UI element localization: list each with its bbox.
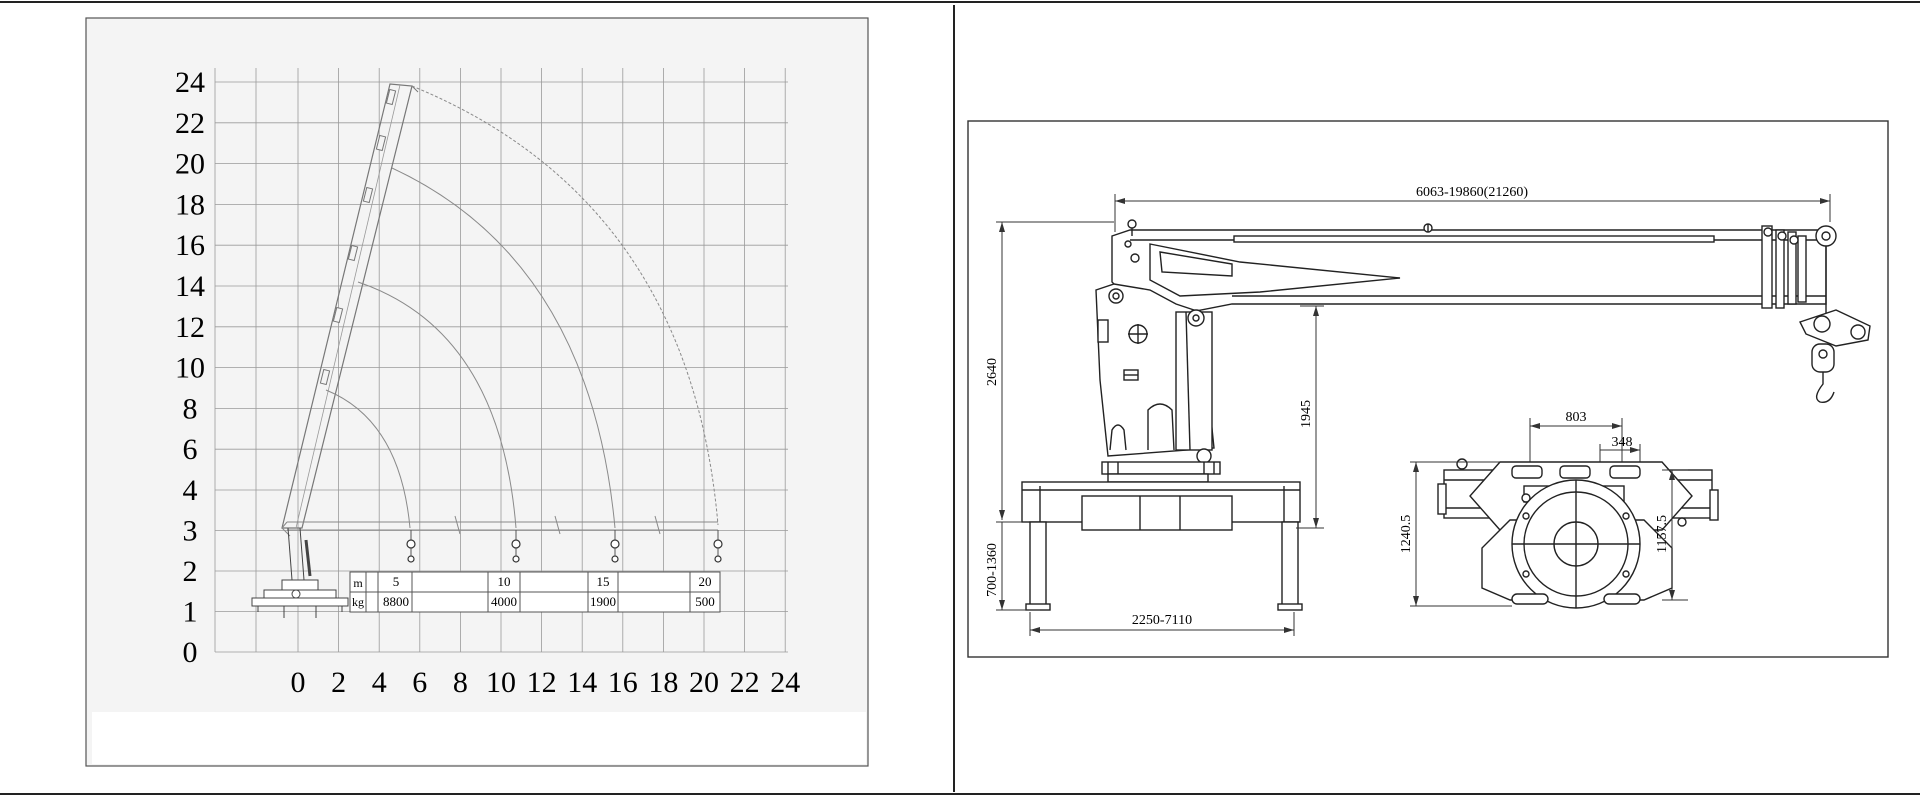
x-tick-label: 6 <box>412 666 427 699</box>
dim-plan-depth-inner: 1157.5 <box>1655 515 1670 553</box>
capacity-radius: 10 <box>498 574 511 589</box>
x-tick-label: 14 <box>567 666 597 699</box>
y-tick-label: 2 <box>183 555 198 588</box>
y-tick-label: 0 <box>183 636 198 669</box>
x-tick-label: 22 <box>730 666 760 699</box>
x-tick-label: 2 <box>331 666 346 699</box>
dim-plan-depth-outer: 1240.5 <box>1399 515 1414 554</box>
capacity-radius: 20 <box>699 574 712 589</box>
y-tick-label: 20 <box>175 148 205 181</box>
table-unit-m: m <box>353 576 363 590</box>
load-chart-crane-base <box>251 527 349 618</box>
capacity-radius: 15 <box>597 574 610 589</box>
crane-side-view: 6063-19860(21260) <box>985 185 1871 636</box>
capacity-load: 1900 <box>590 594 616 609</box>
y-tick-label: 3 <box>183 515 198 548</box>
x-tick-label: 0 <box>291 666 306 699</box>
dimension-drawing-panel: 6063-19860(21260) <box>967 120 1889 658</box>
y-tick-label: 22 <box>175 107 205 140</box>
hook-icon <box>406 530 416 563</box>
y-tick-label: 12 <box>175 311 205 344</box>
load-chart-grid <box>214 68 788 653</box>
dim-plan-width-top: 803 <box>1566 410 1587 425</box>
x-tick-label: 10 <box>486 666 516 699</box>
y-tick-label: 8 <box>183 392 198 425</box>
load-chart-lower-boom <box>281 515 718 537</box>
load-chart-footer-strip <box>92 712 866 764</box>
dim-outrigger-height: 700-1360 <box>985 543 1000 597</box>
y-tick-label: 16 <box>175 229 205 262</box>
y-tick-label: 6 <box>183 433 198 466</box>
x-tick-label: 4 <box>372 666 387 699</box>
hook-icon <box>511 530 521 563</box>
x-tick-label: 20 <box>689 666 719 699</box>
y-tick-label: 10 <box>175 352 205 385</box>
x-tick-label: 16 <box>608 666 638 699</box>
dim-height-total: 2640 <box>985 358 1000 386</box>
hook-icon <box>610 530 620 563</box>
y-tick-label: 18 <box>175 188 205 221</box>
dim-height-pivot: 1945 <box>1299 400 1314 428</box>
crane-plan-view: 803 348 <box>1399 410 1719 609</box>
drawing-frame <box>967 120 1889 658</box>
capacity-radius: 5 <box>393 574 400 589</box>
dim-plan-width-inner: 348 <box>1612 435 1633 450</box>
y-tick-label: 24 <box>175 66 205 99</box>
dim-boom-length: 6063-19860(21260) <box>1416 185 1528 200</box>
hook-icon <box>713 530 723 563</box>
capacity-load: 8800 <box>383 594 409 609</box>
y-tick-label: 14 <box>175 270 205 303</box>
x-tick-label: 8 <box>453 666 468 699</box>
x-tick-label: 18 <box>648 666 678 699</box>
load-chart-hooks <box>406 530 723 563</box>
x-tick-label: 24 <box>770 666 800 699</box>
load-chart-page <box>85 17 869 767</box>
capacity-load: 500 <box>695 594 715 609</box>
y-tick-label: 4 <box>183 474 198 507</box>
dim-outrigger-span: 2250-7110 <box>1132 613 1192 628</box>
capacity-table: m kg 5 8800 10 4000 15 1900 20 500 <box>349 571 721 613</box>
table-unit-kg: kg <box>352 595 364 609</box>
y-tick-label: 1 <box>183 596 198 629</box>
load-chart-radius-arcs <box>325 85 719 529</box>
x-tick-label: 12 <box>527 666 557 699</box>
capacity-load: 4000 <box>491 594 517 609</box>
